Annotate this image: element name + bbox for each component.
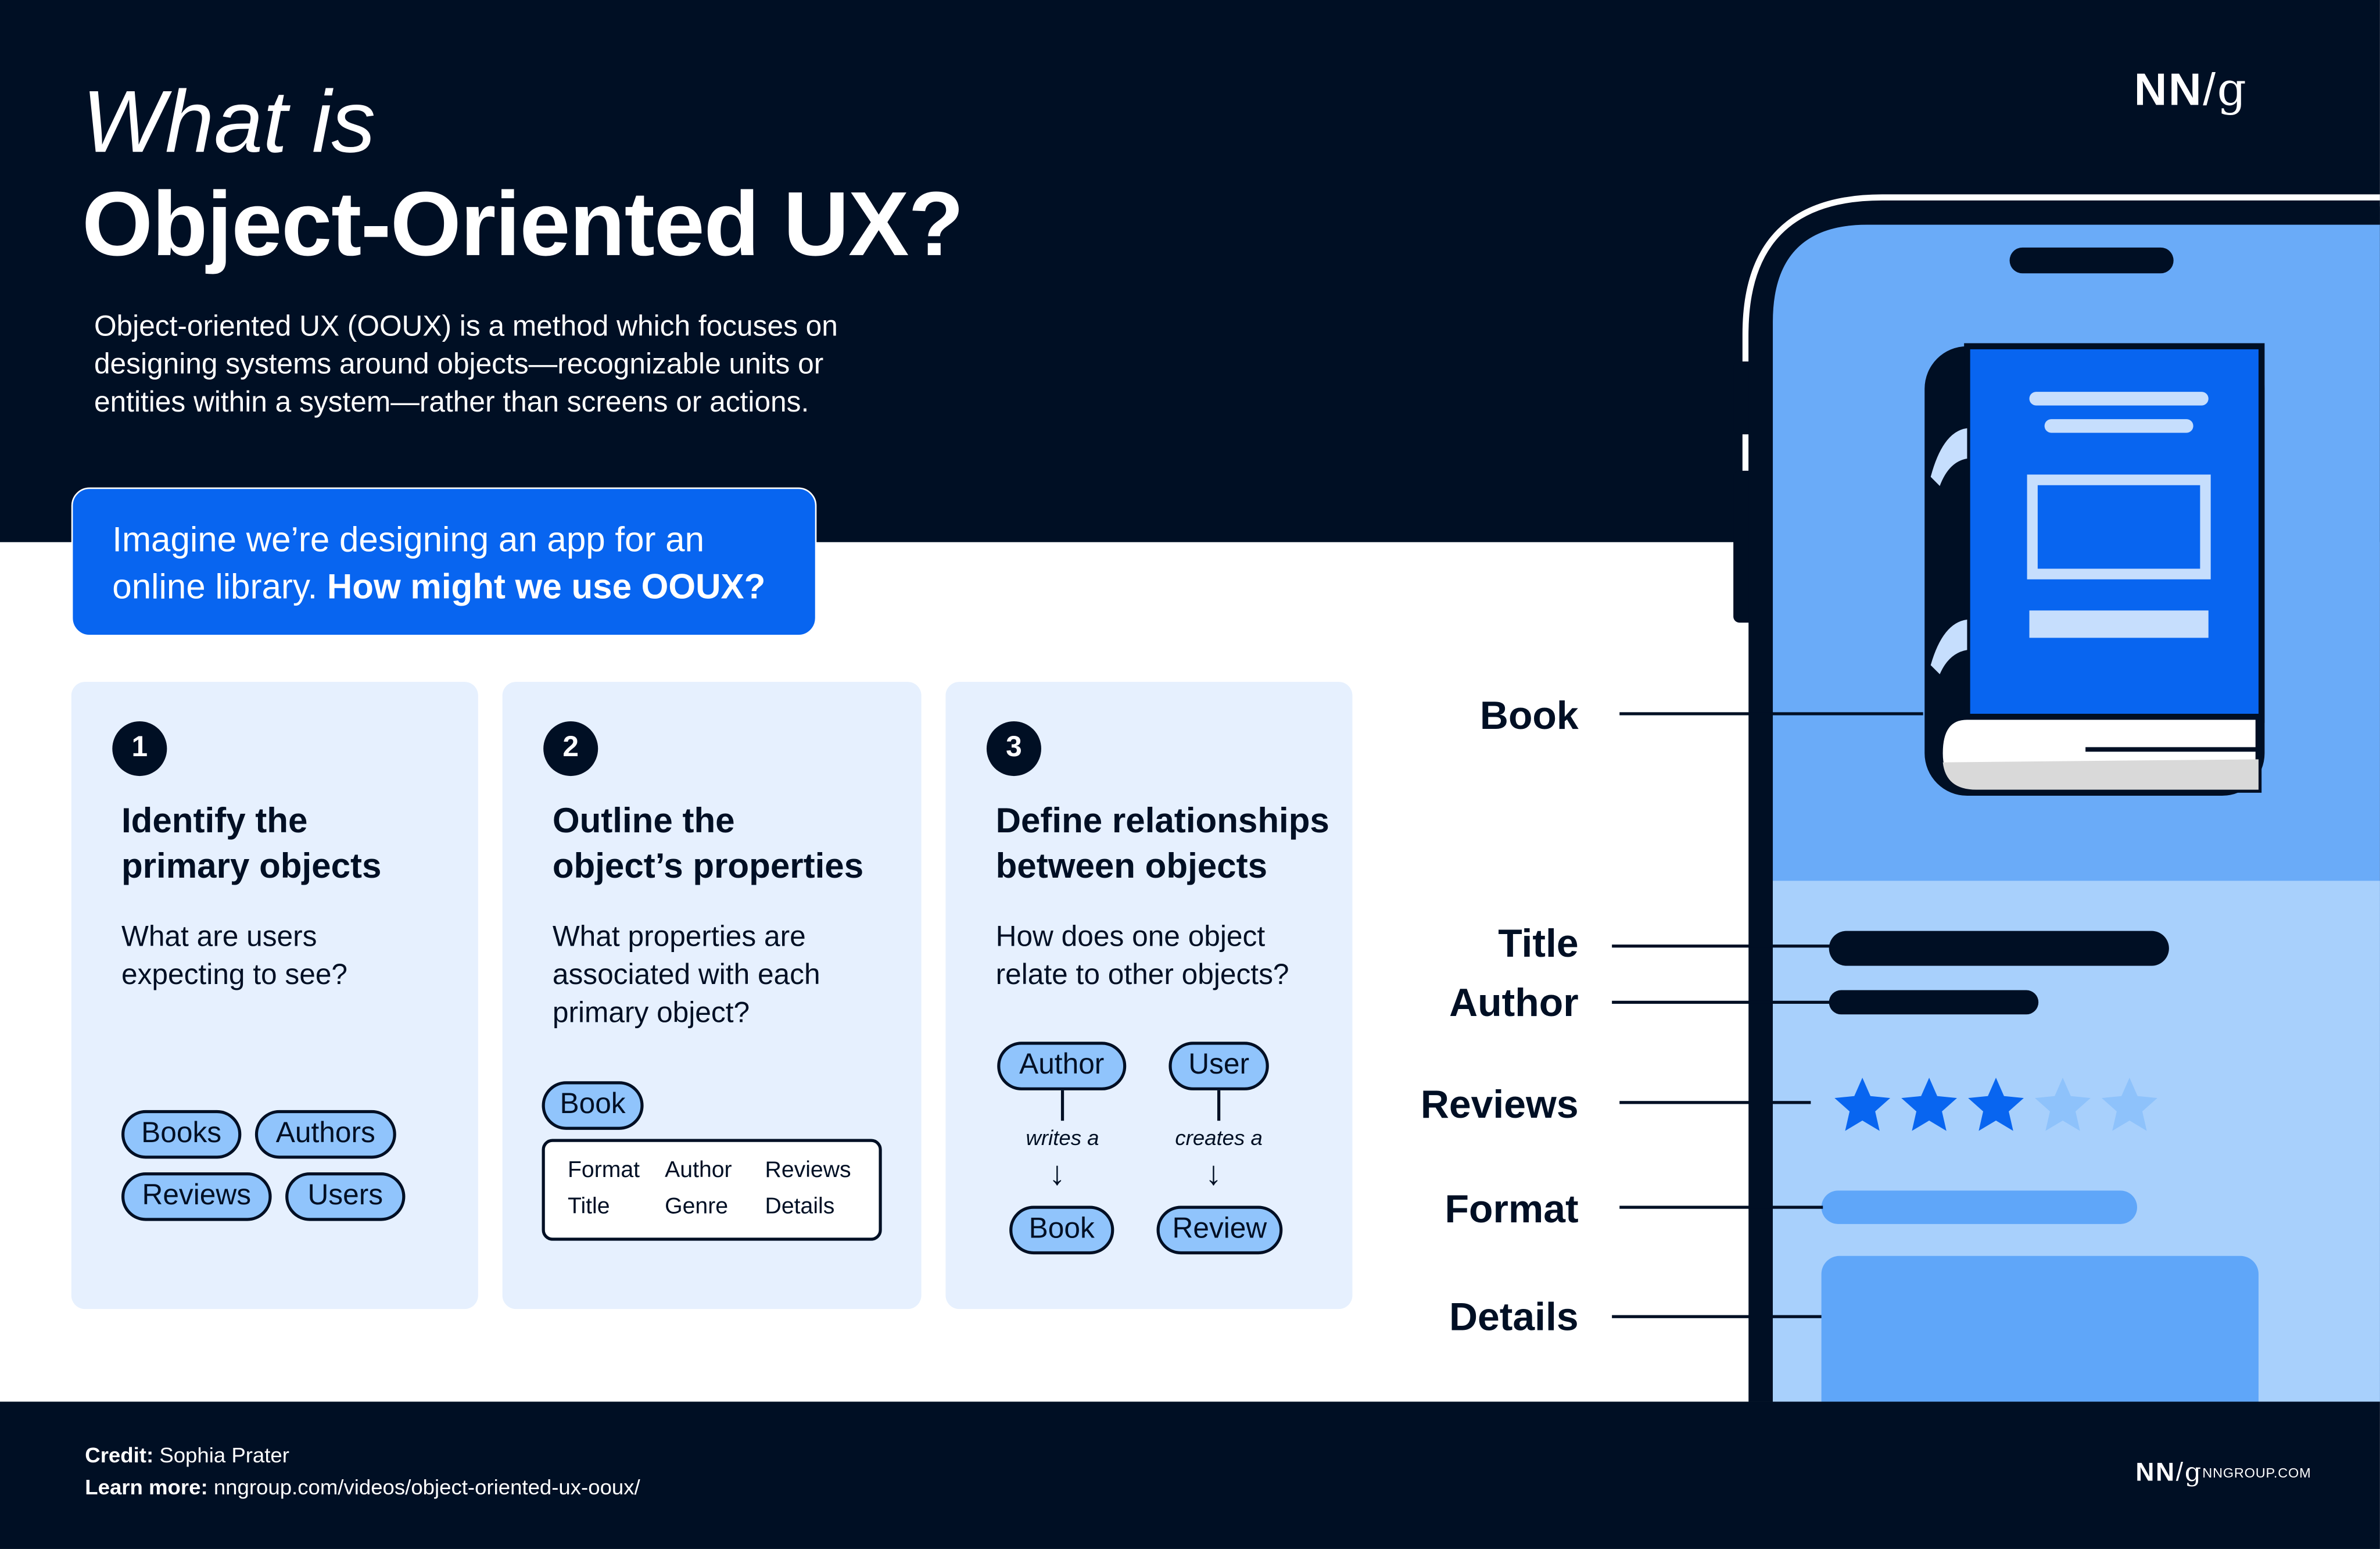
label-book: Book [1479, 692, 1579, 738]
format-bar [1821, 1190, 2137, 1224]
relation-to-pill: Review [1156, 1205, 1283, 1255]
callout-text: Imagine we’re designing an app for an on… [112, 519, 705, 606]
star-filled-icon [1834, 1078, 1891, 1131]
learn-more-link[interactable]: nngroup.com/videos/object-oriented-ux-oo… [213, 1474, 640, 1499]
property-label: Author [665, 1157, 732, 1183]
object-pill: Authors [255, 1110, 396, 1159]
step-question-2: What properties are associated with each… [552, 921, 820, 1030]
title-line-1: What is [82, 73, 376, 172]
connector-title [1612, 945, 1837, 948]
step-heading-3: Define relationships between objects [995, 800, 1329, 886]
relation-connector [1060, 1090, 1064, 1121]
relation-from-pill: User [1169, 1042, 1269, 1090]
object-pill: Book [542, 1081, 644, 1130]
properties-box [542, 1139, 882, 1241]
footer-band [0, 1401, 2380, 1549]
property-label: Title [567, 1193, 610, 1219]
connector-author [1612, 1000, 1837, 1004]
star-filled-icon [1968, 1078, 2024, 1131]
label-details: Details [1449, 1294, 1579, 1340]
relation-verb: creates a [1175, 1125, 1263, 1150]
connector-reviews [1619, 1101, 1811, 1104]
relation-connector [1217, 1090, 1221, 1121]
property-label: Format [567, 1157, 640, 1183]
book-icon [1924, 343, 2265, 796]
object-pill: Reviews [121, 1172, 272, 1221]
callout-question: How might we use OOUX? [327, 566, 766, 606]
details-block [1821, 1255, 2259, 1402]
property-label: Reviews [765, 1157, 851, 1183]
relation-from-pill: Author [997, 1042, 1127, 1090]
credit-line: Credit: Sophia Prater [85, 1443, 289, 1467]
nng-logo: NN/g [2134, 63, 2248, 117]
connector-details [1612, 1315, 1822, 1318]
step-question-3: How does one object relate to other obje… [995, 921, 1289, 992]
star-filled-icon [1901, 1078, 1957, 1131]
property-label: Genre [665, 1193, 729, 1219]
intro-text: Object-oriented UX (OOUX) is a method wh… [94, 311, 838, 420]
footer-site: NNGROUP.COM [2202, 1465, 2311, 1481]
label-title: Title [1498, 920, 1579, 966]
label-reviews: Reviews [1420, 1081, 1579, 1127]
learn-more-line: Learn more: nngroup.com/videos/object-or… [85, 1474, 640, 1499]
step-number-3: 3 [986, 721, 1041, 777]
step-heading-1: Identify the primary objects [121, 800, 382, 886]
relation-to-pill: Book [1009, 1205, 1114, 1255]
relation-verb: writes a [1026, 1125, 1099, 1150]
review-stars [1829, 1072, 2163, 1139]
object-pill: Users [285, 1172, 406, 1221]
label-format: Format [1445, 1186, 1579, 1232]
step-heading-2: Outline the object’s properties [552, 800, 864, 886]
page-title: Object-Oriented UX? [82, 173, 964, 275]
step-card-3 [945, 682, 1353, 1310]
title-bar [1829, 931, 2169, 966]
step-number-2: 2 [543, 721, 598, 777]
connector-format [1619, 1205, 1823, 1209]
label-author: Author [1449, 979, 1579, 1025]
step-number-1: 1 [112, 721, 167, 777]
callout-box: Imagine we’re designing an app for an on… [71, 487, 817, 636]
down-arrow-icon: ↓ [1205, 1154, 1222, 1192]
author-bar [1829, 990, 2039, 1015]
property-label: Details [765, 1193, 835, 1219]
connector-book [1619, 712, 1923, 716]
star-empty-icon [2102, 1078, 2157, 1131]
down-arrow-icon: ↓ [1049, 1154, 1066, 1192]
step-question-1: What are users expecting to see? [121, 921, 348, 992]
star-empty-icon [2035, 1078, 2091, 1131]
object-pill: Books [121, 1110, 242, 1159]
footer-logo: NN/g [2135, 1458, 2203, 1489]
